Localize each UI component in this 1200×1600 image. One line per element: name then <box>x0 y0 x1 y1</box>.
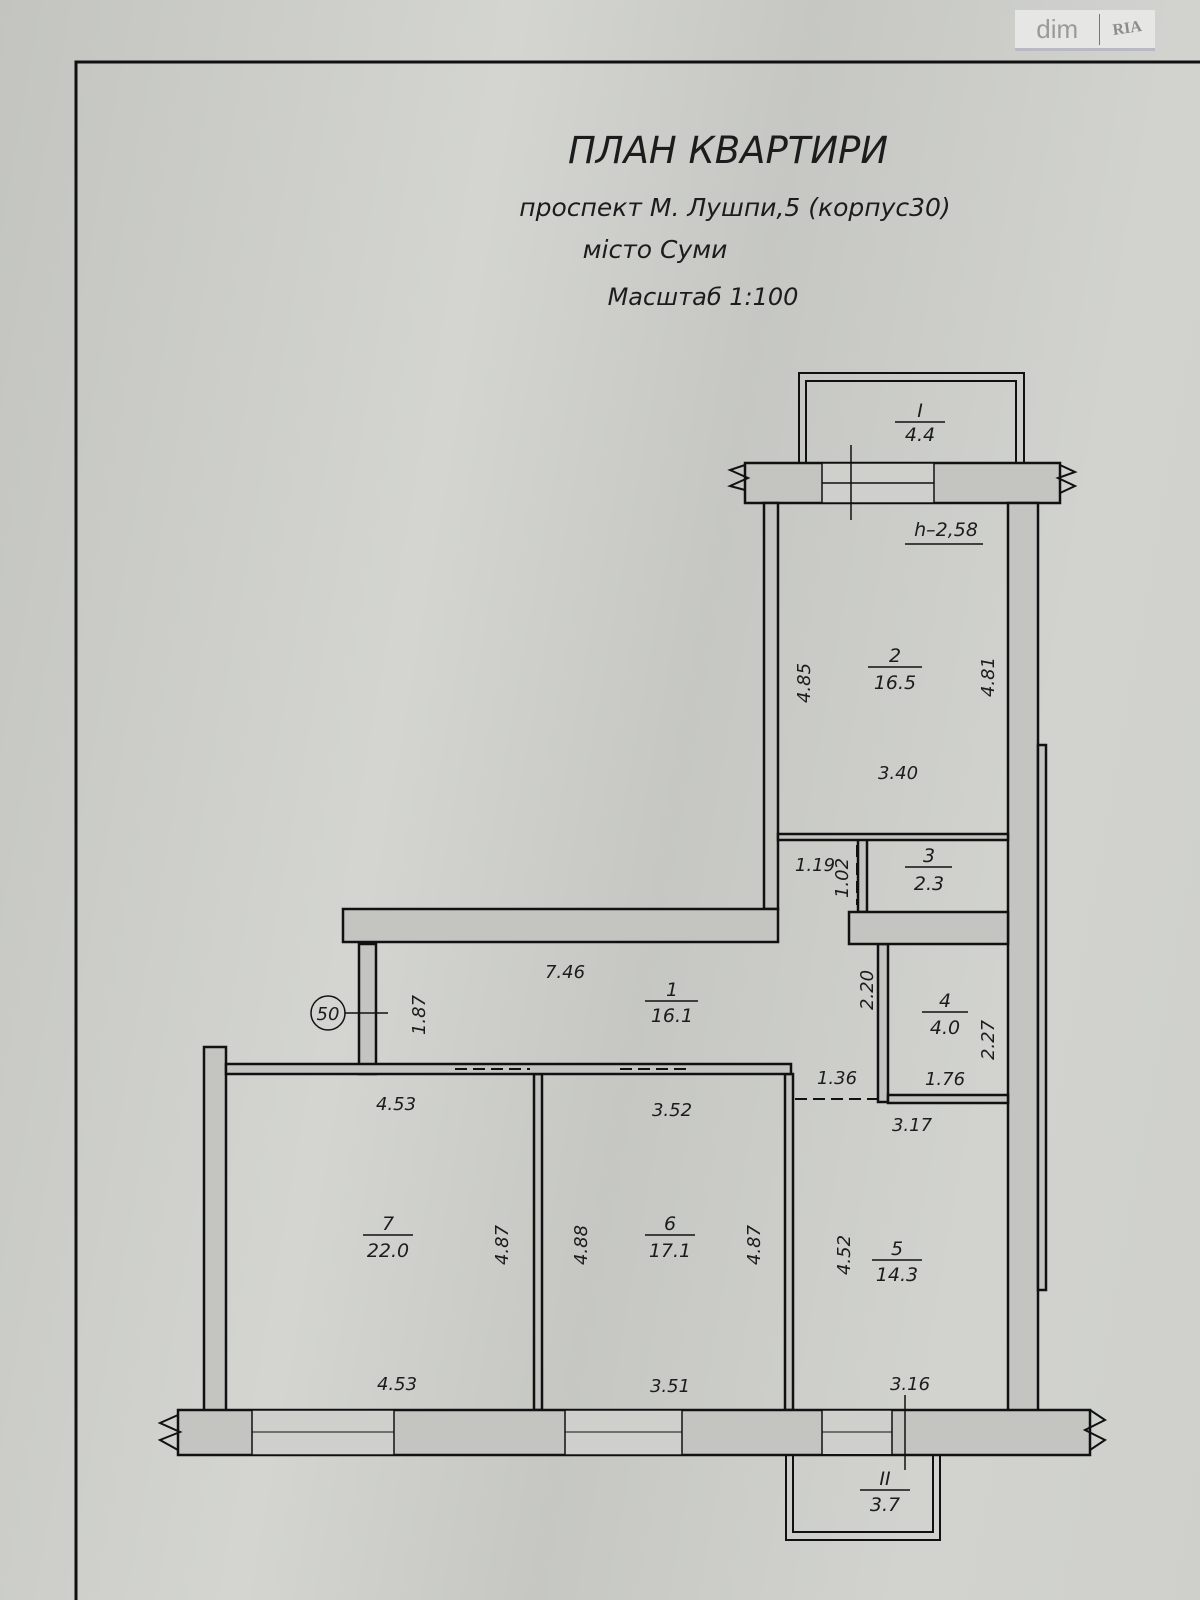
svg-text:16.5: 16.5 <box>874 672 916 694</box>
svg-text:3: 3 <box>923 845 935 867</box>
break-mark <box>157 1414 183 1451</box>
balcony-1 <box>798 372 1025 464</box>
wall-corridor-left <box>357 942 378 1076</box>
room-1-label: 1 16.1 <box>645 979 698 1027</box>
wall-room6-5 <box>783 1072 795 1412</box>
room-5-label: 5 14.3 <box>872 1238 922 1286</box>
svg-text:II: II <box>879 1468 891 1490</box>
svg-text:1: 1 <box>666 979 678 1001</box>
ceiling-height: h–2,58 <box>914 519 978 541</box>
svg-text:7: 7 <box>382 1213 394 1235</box>
dim-room4-length: 2.27 <box>978 1019 999 1060</box>
dim-room6-left: 4.88 <box>571 1225 592 1265</box>
dim-room6-top: 3.52 <box>652 1100 692 1121</box>
wall-room3-bottom <box>847 910 1010 946</box>
dim-room5-top: 3.17 <box>892 1115 933 1136</box>
plan-title: ПЛАН КВАРТИРИ <box>568 129 888 172</box>
break-mark <box>1055 464 1078 494</box>
watermark-brand: dim <box>1015 13 1101 45</box>
dim-room6-bottom: 3.51 <box>650 1376 690 1397</box>
wall-room3-left <box>856 834 869 914</box>
plan-address: проспект М. Лушпи,5 (корпус30) <box>519 193 950 222</box>
dim-room2-width: 3.40 <box>878 763 918 784</box>
dim-room4-width: 1.76 <box>925 1069 965 1090</box>
plan-scale: Масштаб 1:100 <box>608 283 799 311</box>
svg-text:2.3: 2.3 <box>914 873 944 895</box>
room-3-label: 3 2.3 <box>905 845 952 895</box>
wall-room4-left <box>876 942 890 1104</box>
dim-room6-right: 4.87 <box>744 1224 765 1265</box>
svg-text:14.3: 14.3 <box>876 1264 918 1286</box>
dim-room7-top: 4.53 <box>376 1094 416 1115</box>
wall-right <box>1006 501 1040 1420</box>
svg-text:22.0: 22.0 <box>367 1240 409 1262</box>
svg-text:I: I <box>917 400 923 422</box>
wall-corridor-top <box>341 907 780 944</box>
dim-room1-door: 1.36 <box>817 1068 857 1089</box>
svg-text:4.4: 4.4 <box>905 424 935 446</box>
svg-text:4: 4 <box>939 990 951 1012</box>
break-mark <box>1082 1409 1107 1451</box>
top-wall <box>727 445 1078 520</box>
balcony-2-label: II 3.7 <box>860 1468 910 1516</box>
break-mark <box>727 464 751 491</box>
svg-text:4.0: 4.0 <box>930 1017 960 1039</box>
plan-city: місто Суми <box>583 235 728 264</box>
wall-corridor-bottom <box>224 1062 793 1076</box>
dim-room3-length: 1.19 <box>795 855 835 876</box>
wall-room2-bottom <box>776 832 1010 842</box>
sheet-frame <box>74 60 1200 1600</box>
svg-text:3.7: 3.7 <box>870 1494 900 1516</box>
dim-room1-width: 1.87 <box>409 994 430 1035</box>
room-4-label: 4 4.0 <box>922 990 968 1039</box>
dim-room2-left: 4.85 <box>794 663 815 703</box>
dimria-watermark: dim RIA <box>1015 10 1155 51</box>
balcony-2 <box>785 1454 941 1541</box>
svg-text:2: 2 <box>889 645 901 667</box>
room-2-label: 2 16.5 <box>868 645 922 694</box>
room-7-label: 7 22.0 <box>363 1213 413 1262</box>
dimensions: 7.46 1.87 2.20 1.36 4.85 4.81 3.40 1.19 … <box>376 657 999 1397</box>
svg-text:16.1: 16.1 <box>651 1005 693 1027</box>
wall-room4-bottom <box>886 1093 1010 1105</box>
wall-room7-6 <box>532 1072 544 1412</box>
dim-room2-right: 4.81 <box>978 657 999 697</box>
dim-room1-hall: 2.20 <box>857 970 878 1010</box>
svg-text:5: 5 <box>891 1238 903 1260</box>
dim-room5-left: 4.52 <box>834 1235 855 1275</box>
wall-left <box>202 1045 228 1424</box>
svg-text:6: 6 <box>664 1213 676 1235</box>
room-6-label: 6 17.1 <box>645 1213 695 1262</box>
dim-room7-bottom: 4.53 <box>377 1374 417 1395</box>
balcony-1-label: I 4.4 <box>895 400 945 446</box>
dim-room3-width: 1.02 <box>832 858 853 898</box>
dim-room7-right: 4.87 <box>492 1224 513 1265</box>
axis-marker-label: 50 <box>317 1004 340 1025</box>
dim-room5-bottom: 3.16 <box>890 1374 930 1395</box>
wall-right-outer <box>1036 743 1048 1292</box>
dim-room1-length: 7.46 <box>545 962 585 983</box>
bottom-wall <box>157 1395 1107 1470</box>
wall-room2-left <box>762 501 780 911</box>
svg-text:17.1: 17.1 <box>649 1240 691 1262</box>
